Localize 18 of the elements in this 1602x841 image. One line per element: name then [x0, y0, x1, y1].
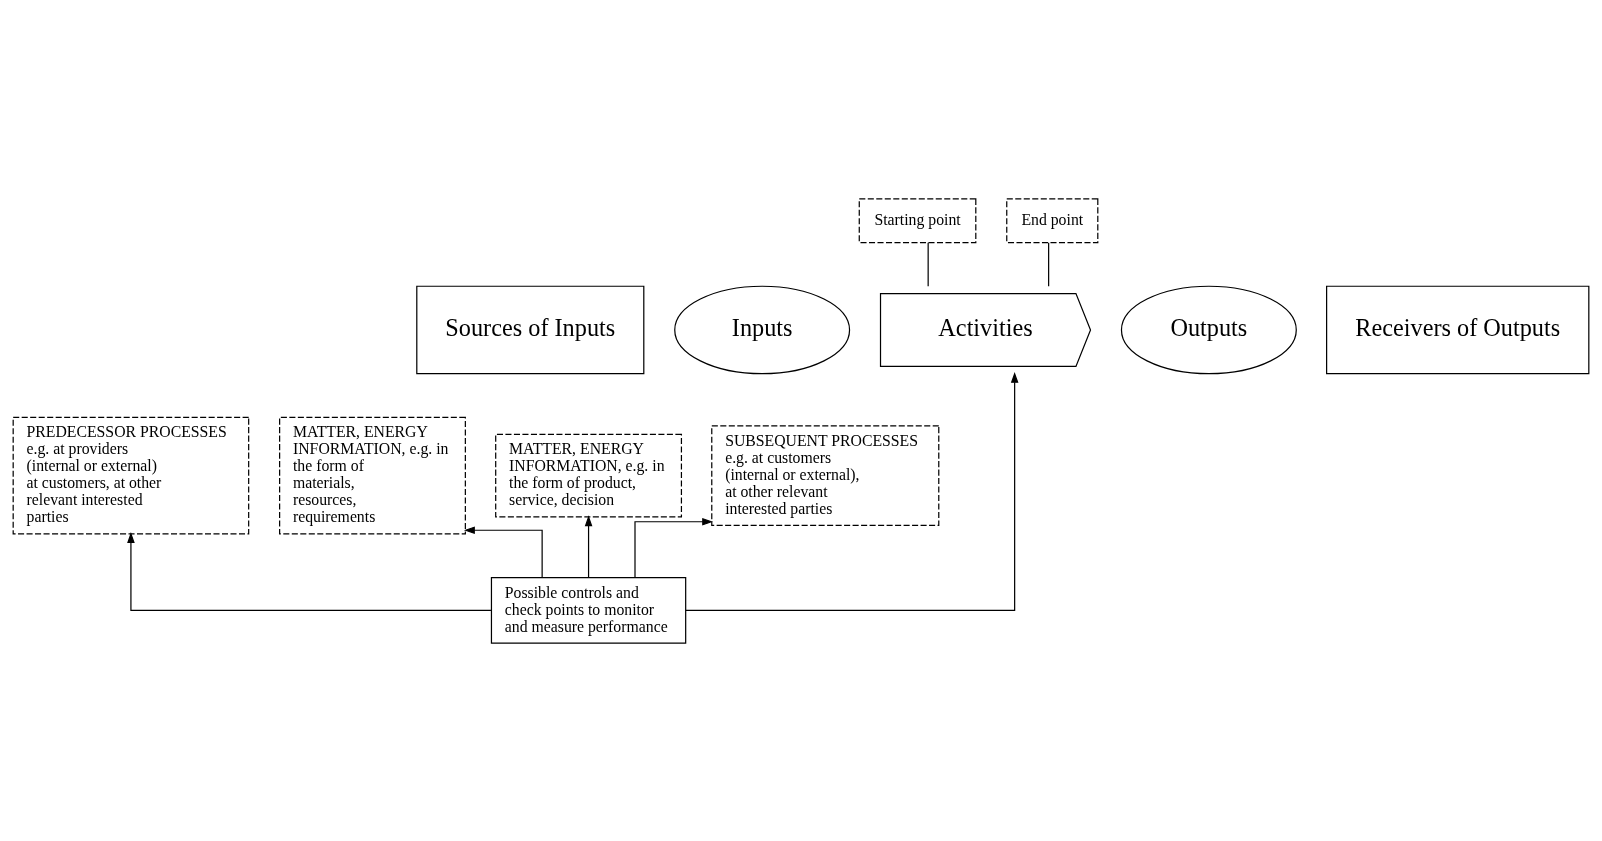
arrow: [634, 517, 714, 578]
node-box: PREDECESSOR PROCESSES e.g. at providers (internal or external) at customers, at other relevant interested parties: [12, 416, 250, 534]
node-box: SUBSEQUENT PROCESSES e.g. at customers (internal or external), at other relevant interested parties: [711, 424, 940, 526]
node-box: Starting point: [858, 197, 977, 243]
connector: [927, 241, 929, 287]
node-ellipse: Inputs: [674, 285, 851, 374]
arrow: [463, 525, 543, 578]
node-box: Possible controls and check points to monitor and measure performance: [490, 576, 687, 644]
arrow: [685, 371, 1019, 611]
node-box: MATTER, ENERGY INFORMATION, e.g. in the form of materials, resources, requirements: [279, 416, 466, 534]
node-box: End point: [1006, 197, 1099, 243]
node-box: Receivers of Outputs: [1326, 285, 1590, 374]
arrow: [127, 531, 492, 611]
arrow: [584, 514, 593, 578]
node-box: MATTER, ENERGY INFORMATION, e.g. in the form of product, service, decision: [495, 433, 683, 517]
connector: [1048, 241, 1050, 287]
node-box: Sources of Inputs: [416, 285, 645, 374]
node-ellipse: Outputs: [1120, 285, 1297, 374]
